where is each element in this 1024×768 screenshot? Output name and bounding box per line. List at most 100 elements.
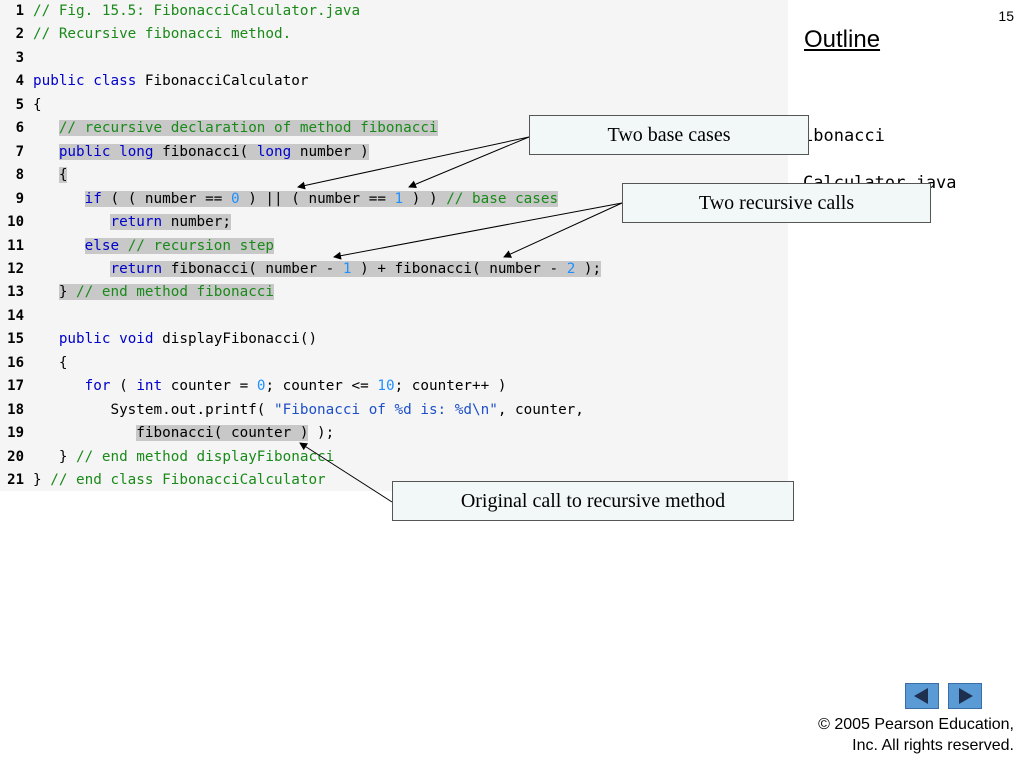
outline-item-fibonacci: ibonacci [803,126,885,146]
code-token [85,73,94,89]
code-token: else [84,238,120,254]
code-token: 0 [231,191,240,207]
code-listing: 1 // Fig. 15.5: FibonacciCalculator.java 2… [0,0,788,491]
code-token [33,167,59,183]
callout-original-call: Original call to recursive method [392,481,794,521]
code-token: public [58,144,111,160]
code-token: 2 [566,261,576,277]
line-number: 10 [7,214,24,230]
code-line: return fibonacci( number - 1 ) + fibonac… [33,259,602,279]
code-token: 1 [394,191,404,207]
code-token [110,331,119,347]
code-token: long [256,144,292,160]
line-number: 20 [7,449,24,465]
code-line: // Fig. 15.5: FibonacciCalculator.java [33,1,360,21]
code-token [119,238,128,254]
line-number: 8 [15,167,24,183]
code-token: { [33,97,42,113]
code-token: fibonacci( counter ) [136,425,309,441]
code-token: fibonacci( [153,144,257,160]
code-token: ( [110,378,137,394]
code-token: // end class FibonacciCalculator [50,472,326,488]
code-token [33,191,85,207]
code-token: number ) [291,144,369,160]
code-token: FibonacciCalculator [136,73,309,89]
code-token: 1 [342,261,352,277]
code-token [33,284,59,300]
code-token: System.out.printf( [33,402,275,418]
code-token: // Fig. 15.5: FibonacciCalculator.java [33,3,361,19]
copyright-line-1: © 2005 Pearson Education, [818,716,1014,733]
code-token: "Fibonacci of %d is: %d\n" [274,402,498,418]
line-number: 6 [15,120,24,136]
code-line: { [33,95,42,115]
code-token: // recursion step [127,238,275,254]
code-line: { [33,165,68,185]
outline-link[interactable]: Outline [804,26,881,53]
copyright-notice: © 2005 Pearson Education, Inc. All right… [754,714,1014,756]
code-token: ; counter <= [265,378,378,394]
code-token: // Recursive fibonacci method. [33,26,292,42]
code-token: if [84,191,102,207]
code-token: 0 [256,378,266,394]
code-token: counter = [162,378,257,394]
arrow-left-icon [914,688,928,704]
code-token: ); [308,425,335,441]
code-token [33,425,136,441]
code-token [110,144,120,160]
code-token: public [58,331,111,347]
code-line: else // recursion step [33,236,275,256]
code-token: ) + fibonacci( number - [351,261,567,277]
code-token: // end method fibonacci [76,284,275,300]
callout-base-cases: Two base cases [529,115,809,155]
code-token: ) ) [403,191,447,207]
code-token: ; counter++ ) [394,378,507,394]
line-number: 9 [15,191,24,207]
code-line: for ( int counter = 0; counter <= 10; co… [33,376,507,396]
next-slide-button[interactable] [948,683,982,709]
code-token: // base cases [446,191,559,207]
code-line: { [33,353,68,373]
code-token: public [33,73,85,89]
code-line: fibonacci( counter ) ); [33,423,334,443]
line-number: 18 [7,402,24,418]
code-token: ); [575,261,602,277]
code-token: number; [162,214,231,230]
code-token: { [58,167,68,183]
code-line: public long fibonacci( long number ) [33,142,369,162]
code-token [33,331,59,347]
line-number: 1 [15,3,24,19]
code-token: void [119,331,154,347]
code-token: ) || ( number == [239,191,395,207]
code-token [33,378,85,394]
code-line: } // end method displayFibonacci [33,447,334,467]
code-token [33,238,85,254]
line-number: 5 [15,97,24,113]
line-number: 15 [7,331,24,347]
line-number: 21 [7,472,24,488]
line-number: 13 [7,284,24,300]
code-token: { [33,355,68,371]
code-line: return number; [33,212,231,232]
code-token [33,120,59,136]
code-token: , counter, [497,402,584,418]
line-number: 19 [7,425,24,441]
code-token: long [119,144,154,160]
page-number: 15 [998,8,1014,24]
code-token [33,261,110,277]
code-line: if ( ( number == 0 ) || ( number == 1 ) … [33,189,559,209]
code-line: public void displayFibonacci() [33,329,317,349]
previous-slide-button[interactable] [905,683,939,709]
line-number: 16 [7,355,24,371]
code-line: public class FibonacciCalculator [33,71,308,91]
code-token: return [110,214,163,230]
code-token [33,214,110,230]
code-token: } [33,449,77,465]
line-number: 12 [7,261,24,277]
line-number: 7 [15,144,24,160]
code-token: } [58,284,77,300]
line-number: 2 [15,26,24,42]
code-line: } // end method fibonacci [33,282,275,302]
code-token: fibonacci( number - [162,261,343,277]
code-token: int [136,378,163,394]
